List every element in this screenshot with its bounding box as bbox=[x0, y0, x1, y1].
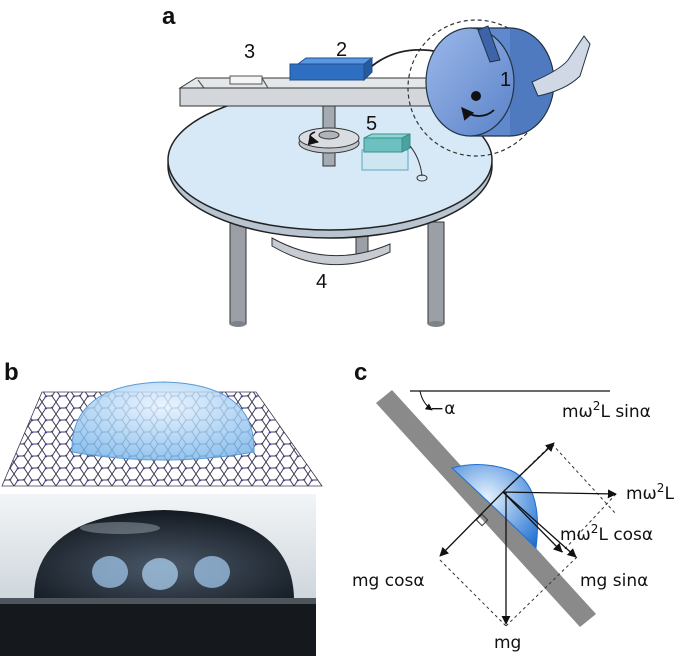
bottom-plate bbox=[271, 237, 391, 266]
part-labels: 1 2 3 4 5 bbox=[244, 39, 511, 293]
contact-angle-photo bbox=[0, 494, 316, 656]
panel-c-letter: c bbox=[354, 359, 367, 386]
panel-c: c −α mω2L sinα mω2 bbox=[352, 359, 674, 653]
part-label-3: 3 bbox=[244, 41, 255, 63]
label-gravity-sin: mg sinα bbox=[580, 571, 648, 591]
label-centrifugal-sin: mω2L sinα bbox=[562, 399, 651, 422]
construction-lines bbox=[439, 443, 617, 627]
label-gravity: mg bbox=[494, 633, 521, 653]
sensor-box bbox=[361, 133, 428, 182]
droplet-dome bbox=[71, 381, 255, 461]
camera-box bbox=[289, 49, 441, 82]
panel-a: a bbox=[162, 3, 591, 327]
droplet bbox=[451, 464, 539, 550]
spindle bbox=[298, 99, 360, 167]
panel-b: b bbox=[0, 359, 323, 656]
part-label-4: 4 bbox=[316, 271, 327, 293]
label-gravity-cos: mg cosα bbox=[352, 571, 425, 591]
panel-a-letter: a bbox=[162, 3, 176, 30]
table-legs bbox=[229, 221, 445, 327]
axle-dot bbox=[471, 91, 481, 101]
angle-arc bbox=[419, 390, 433, 411]
label-centrifugal: mω2L bbox=[626, 481, 674, 504]
label-centrifugal-cos: mω2L cosα bbox=[560, 522, 653, 545]
part-label-2: 2 bbox=[336, 39, 347, 61]
graphene-illustration bbox=[1, 381, 323, 487]
part-label-5: 5 bbox=[366, 113, 377, 135]
part-label-1: 1 bbox=[500, 69, 511, 91]
panel-b-letter: b bbox=[4, 359, 19, 386]
sample-slide bbox=[229, 75, 263, 85]
rotor-disc bbox=[407, 19, 591, 157]
angle-label: −α bbox=[430, 399, 455, 419]
force-vectors bbox=[439, 442, 617, 625]
right-angle-mark bbox=[475, 513, 489, 527]
